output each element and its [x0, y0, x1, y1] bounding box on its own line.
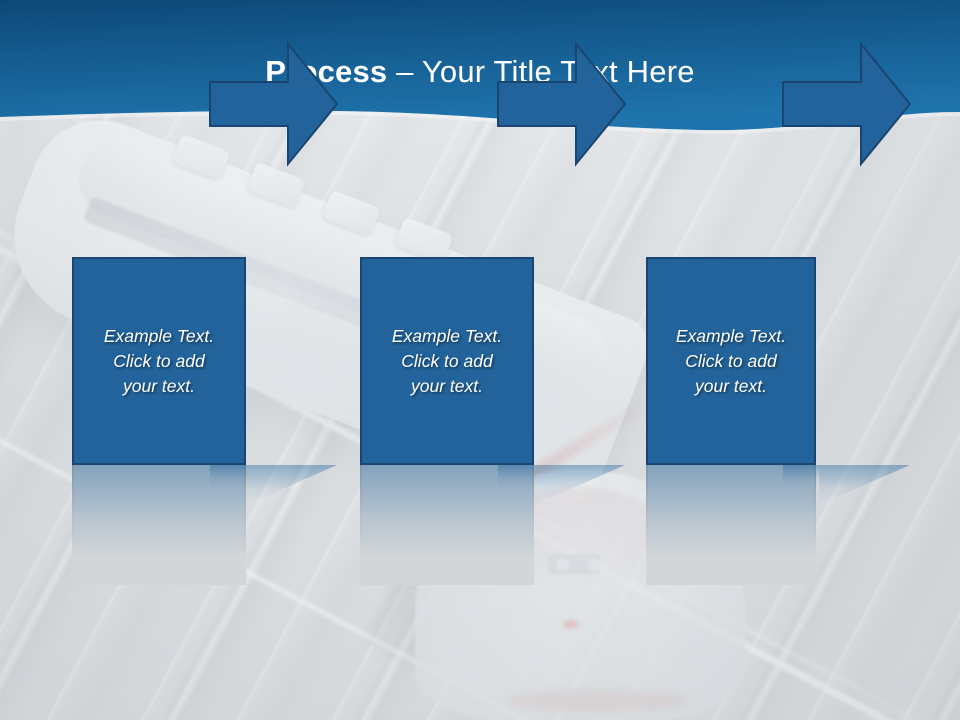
process-arrow-1[interactable]: [209, 36, 340, 172]
step-reflection: [646, 465, 816, 585]
arrow-reflection: [783, 465, 913, 585]
arrow-reflection: [498, 465, 628, 585]
process-step-1[interactable]: Example Text. Click to add your text.: [72, 257, 246, 465]
arrow-reflection: [210, 465, 340, 585]
step-reflection: [360, 465, 534, 585]
process-step-2[interactable]: Example Text. Click to add your text.: [360, 257, 534, 465]
step-box-3[interactable]: Example Text. Click to add your text.: [646, 257, 816, 465]
step-label-2: Example Text. Click to add your text.: [391, 325, 503, 396]
process-arrow-2[interactable]: [497, 36, 628, 172]
step-label-1: Example Text. Click to add your text.: [103, 325, 215, 396]
step-reflection: [72, 465, 246, 585]
process-step-3[interactable]: Example Text. Click to add your text.: [646, 257, 816, 465]
step-label-3: Example Text. Click to add your text.: [675, 325, 787, 396]
step-box-1[interactable]: Example Text. Click to add your text.: [72, 257, 246, 465]
title-separator: –: [387, 54, 422, 89]
process-arrow-3[interactable]: [782, 36, 913, 172]
step-box-2[interactable]: Example Text. Click to add your text.: [360, 257, 534, 465]
